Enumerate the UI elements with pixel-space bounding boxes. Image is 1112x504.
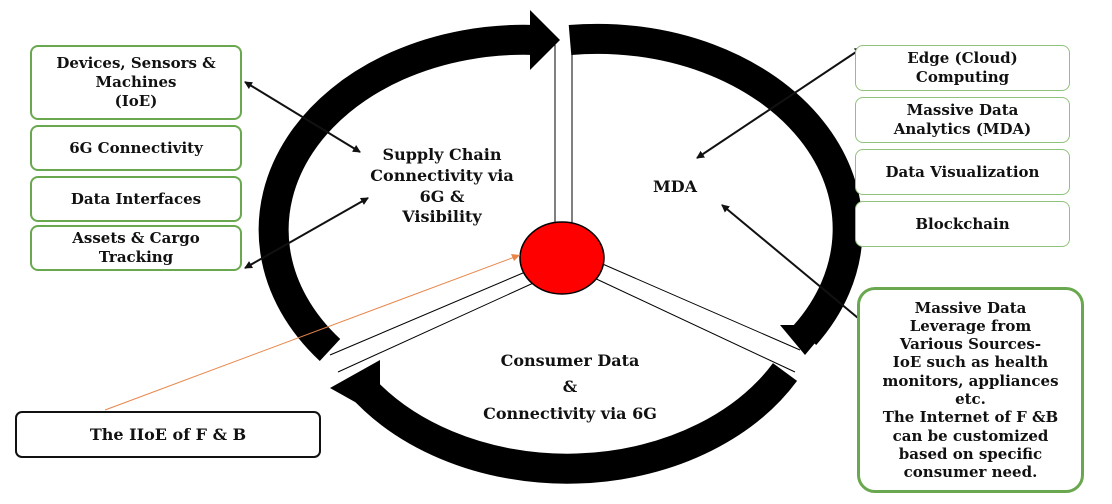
spoke-right: [597, 261, 801, 351]
box-massive-data-analytics-text: Massive Data Analytics (MDA): [893, 101, 1032, 138]
box-assets-cargo: Assets & Cargo Tracking: [30, 225, 242, 271]
arrow-devices-to-supply: [244, 81, 361, 153]
spoke-left-2: [337, 279, 541, 373]
box-data-interfaces-text: Data Interfaces: [70, 189, 202, 208]
box-data-interfaces: Data Interfaces: [30, 176, 242, 222]
box-edge-computing: Edge (Cloud) Computing: [855, 45, 1070, 91]
orange-link-iioe: [104, 254, 521, 411]
box-data-visualization-text: Data Visualization: [885, 162, 1040, 181]
center-dot: [519, 221, 605, 295]
orange-link-arrowhead: [511, 254, 520, 261]
box-iioe-fb-text: The IIoE of F & B: [89, 424, 247, 444]
label-supply-chain-text: Supply Chain Connectivity via 6G & Visib…: [370, 145, 514, 227]
label-supply-chain: Supply Chain Connectivity via 6G & Visib…: [352, 145, 532, 228]
ring-arc-bottom: [348, 363, 798, 484]
box-assets-cargo-text: Assets & Cargo Tracking: [72, 229, 200, 266]
box-edge-computing-text: Edge (Cloud) Computing: [907, 49, 1018, 86]
box-6g-connectivity-text: 6G Connectivity: [69, 138, 203, 157]
box-data-visualization: Data Visualization: [855, 149, 1070, 195]
spoke-right-2: [589, 275, 796, 373]
box-iioe-fb: The IIoE of F & B: [15, 411, 321, 458]
label-consumer-data-text: Consumer Data & Connectivity via 6G: [483, 351, 657, 423]
arrow-info-to-mda: [721, 204, 859, 319]
box-6g-connectivity: 6G Connectivity: [30, 125, 242, 171]
ring-arrowhead-top: [530, 10, 560, 70]
ring-arrowhead-right: [780, 325, 830, 355]
box-massive-data-leverage: Massive Data Leverage from Various Sourc…: [857, 287, 1084, 493]
box-massive-data-leverage-text: Massive Data Leverage from Various Sourc…: [882, 298, 1059, 482]
box-devices-sensors: Devices, Sensors & Machines (IoE): [30, 45, 242, 120]
box-massive-data-analytics: Massive Data Analytics (MDA): [855, 97, 1070, 143]
arrow-edge-to-mda: [696, 47, 863, 159]
label-mda: MDA: [620, 177, 730, 198]
box-blockchain: Blockchain: [855, 201, 1070, 247]
spoke-left: [329, 269, 531, 356]
label-mda-text: MDA: [653, 177, 697, 196]
box-blockchain-text: Blockchain: [915, 214, 1010, 233]
box-devices-sensors-text: Devices, Sensors & Machines (IoE): [56, 54, 216, 110]
ring-arrowhead-bottom: [330, 360, 380, 416]
label-consumer-data: Consumer Data & Connectivity via 6G: [455, 348, 685, 427]
arrow-assets-to-supply: [244, 197, 369, 269]
